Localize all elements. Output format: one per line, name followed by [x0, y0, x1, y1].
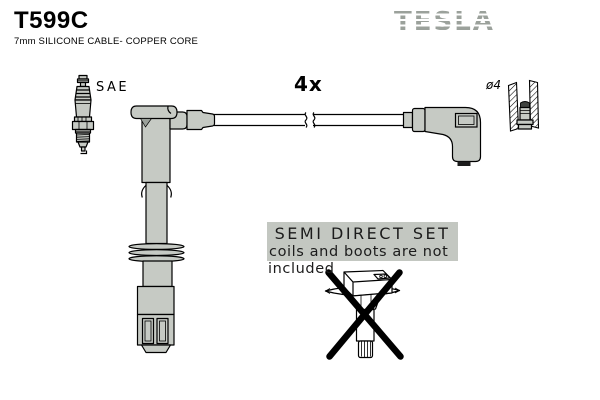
cable-drawing: [214, 112, 404, 128]
tesla-logo: TESLA: [392, 9, 516, 36]
notice-line2: included: [268, 261, 335, 277]
part-number: T599C: [14, 7, 89, 34]
header: T599C 7mm SILICONE CABLE- COPPER CORE: [14, 8, 198, 47]
spark-plug-icon: [71, 74, 95, 155]
cable-break-icon: [304, 112, 308, 128]
distributor-boot-drawing: [402, 106, 482, 166]
notice-box: SEMI DIRECT SET coils and boots are not: [267, 222, 458, 261]
product-subtitle: 7mm SILICONE CABLE- COPPER CORE: [14, 36, 199, 48]
notice-title: SEMI DIRECT SET: [274, 224, 451, 243]
quantity-label: 4x: [294, 72, 323, 96]
cross-out-x-icon: [325, 269, 404, 360]
plug-boot-drawing: [128, 105, 216, 354]
diameter-label: ø4: [485, 78, 501, 92]
sae-label: SAE: [96, 80, 129, 95]
notice-line1: coils and boots are not: [269, 244, 449, 260]
boot-cross-section-drawing: [507, 79, 540, 132]
logo-stripes-decoration: [392, 10, 516, 36]
